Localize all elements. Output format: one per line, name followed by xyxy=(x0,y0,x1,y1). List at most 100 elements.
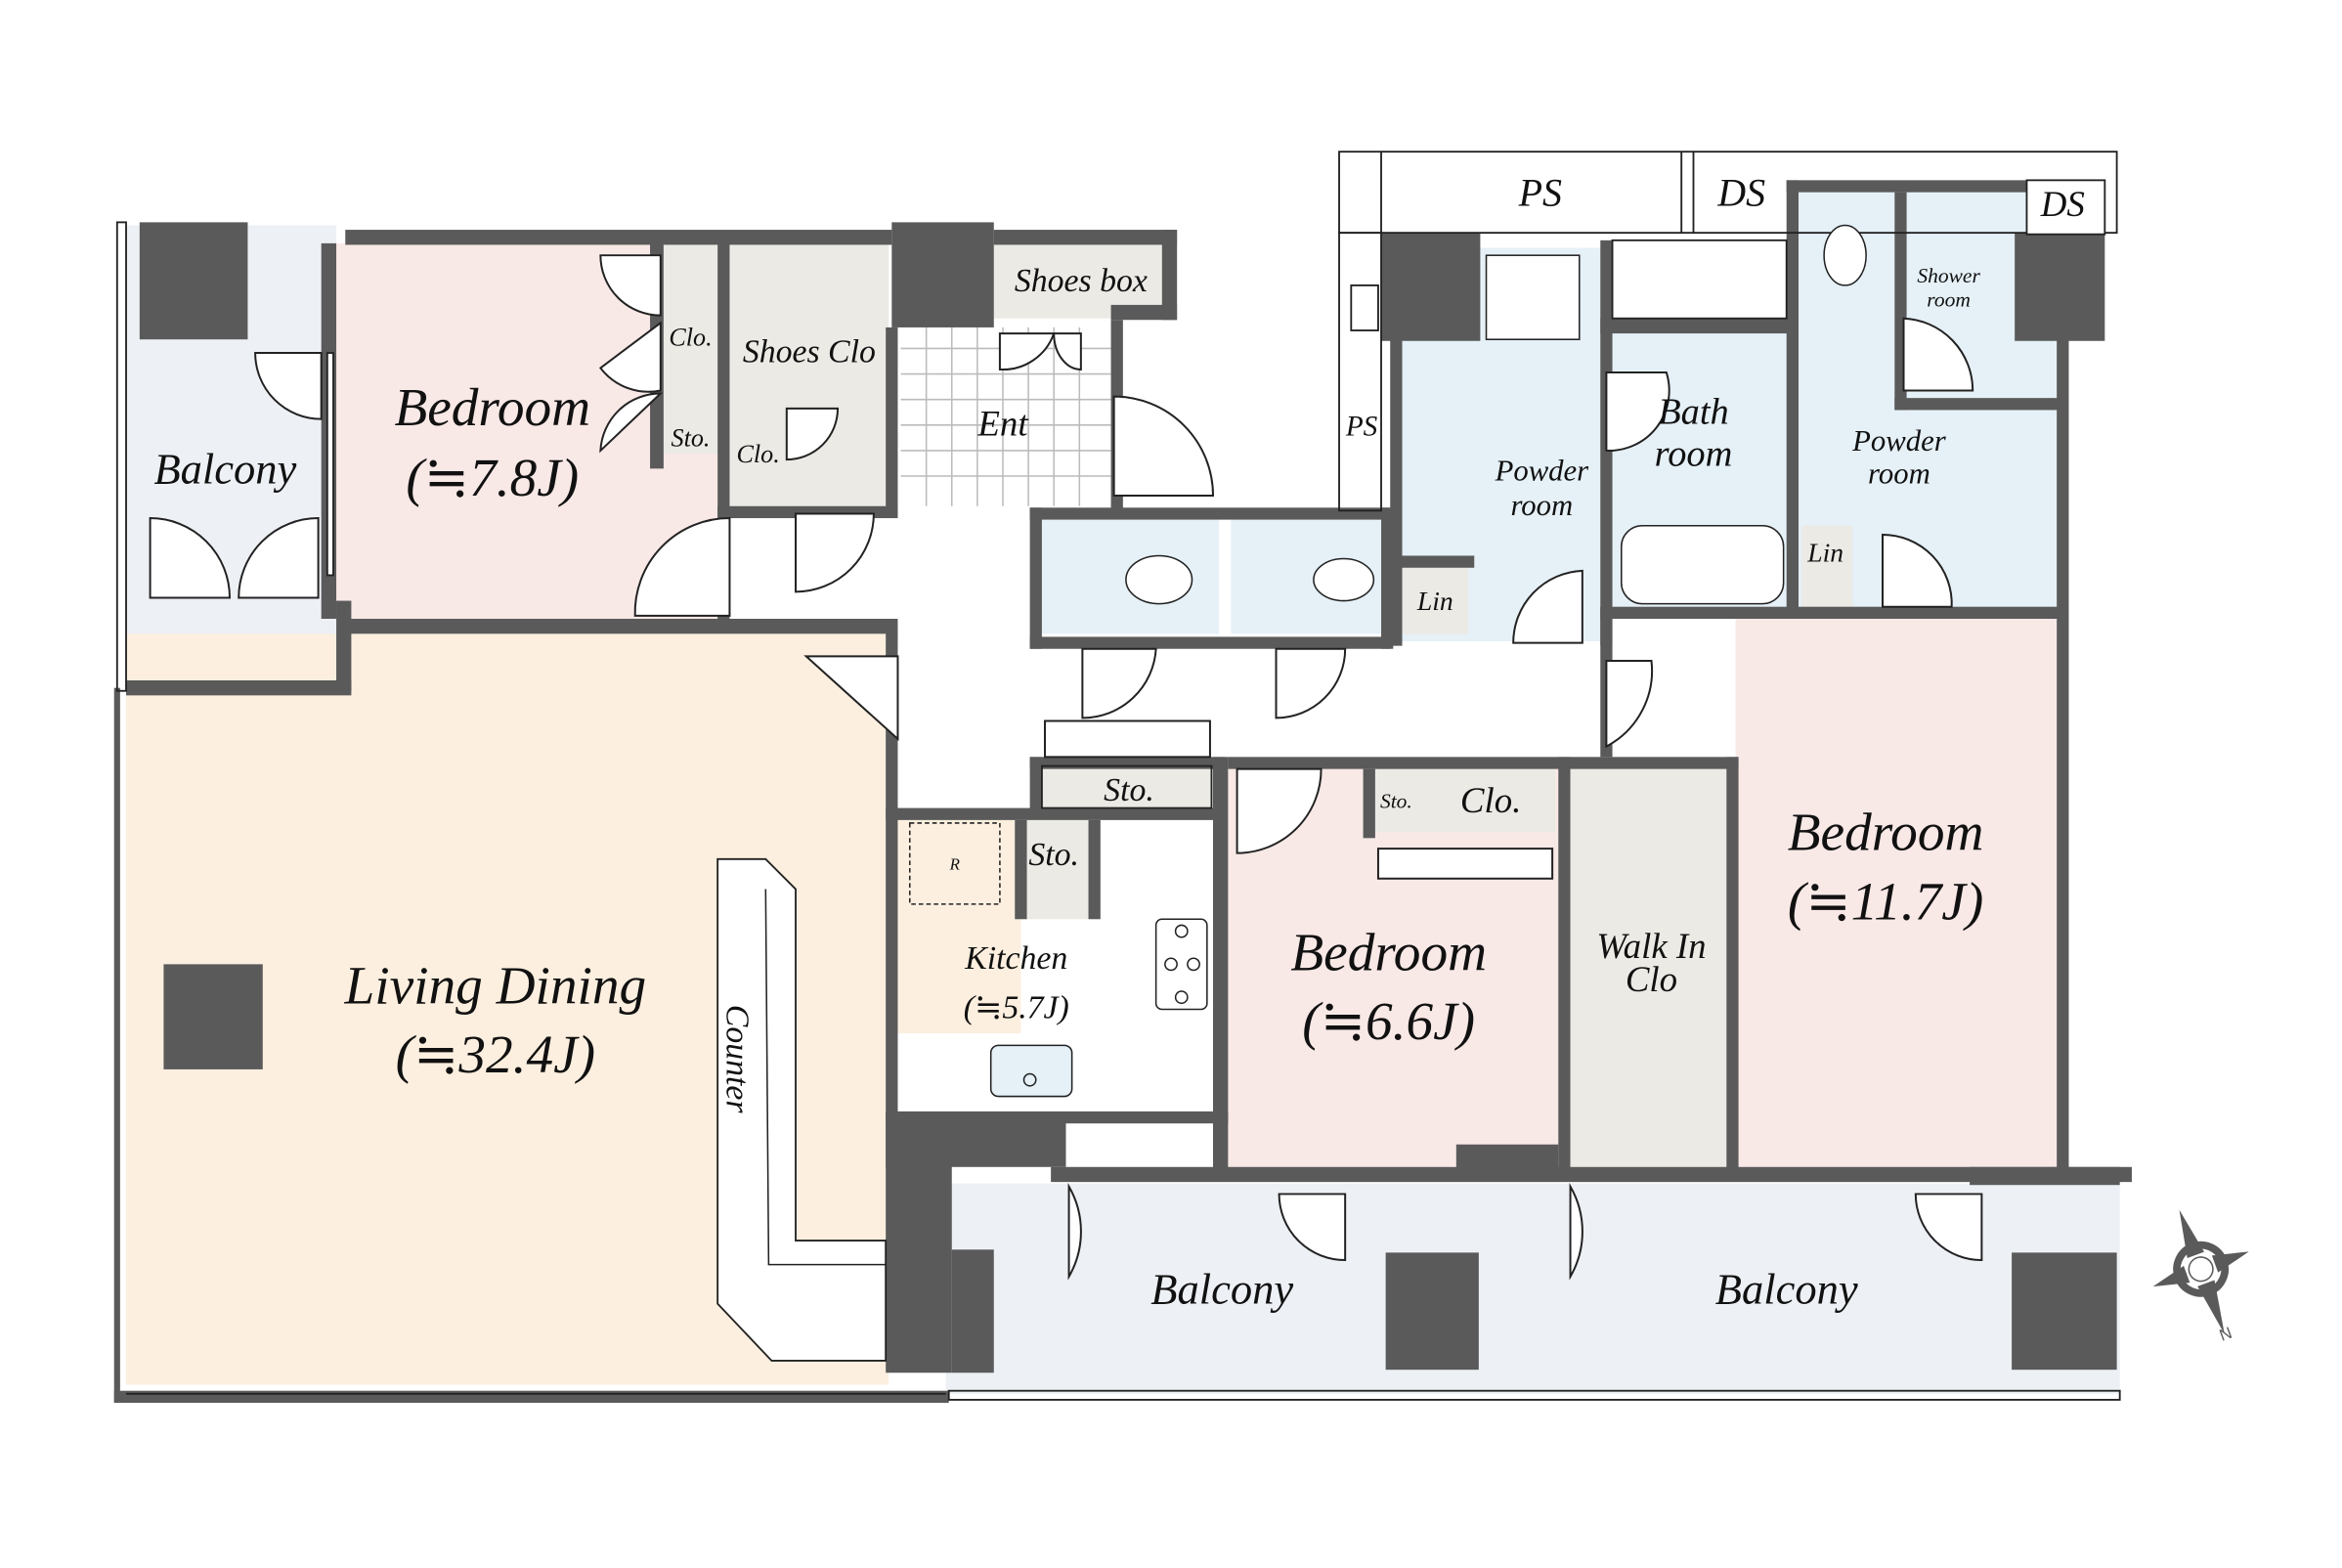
label-shower-room: Shower xyxy=(1917,264,1980,287)
sto-center-area xyxy=(1374,768,1420,833)
label-clo-nw: Clo. xyxy=(669,323,712,351)
label-powder-room-1: Powder xyxy=(1495,455,1590,488)
door-swing xyxy=(599,392,664,454)
label-balcony-west: Balcony xyxy=(153,445,296,494)
door-swing xyxy=(633,517,731,617)
label-walk-in-clo-l2: Clo xyxy=(1626,959,1677,999)
label-bedroom-nw: Bedroom xyxy=(394,377,590,437)
label-bath-room-l2: room xyxy=(1655,433,1733,474)
door-swing xyxy=(1569,1183,1583,1281)
label-clo-center: Clo. xyxy=(1460,780,1521,820)
label-sto-kitchen: Sto. xyxy=(1028,837,1079,873)
label-shower-room-l2: room xyxy=(1927,287,1971,311)
label-living-dining-size: (≒32.4J) xyxy=(396,1024,595,1084)
compass-north-label: N xyxy=(2217,1324,2234,1345)
walk-in-clo-area xyxy=(1570,768,1727,1175)
label-ds-top: DS xyxy=(1716,170,1765,214)
bathtub-icon xyxy=(1621,524,1785,605)
label-bedroom-nw-size: (≒7.8J) xyxy=(406,448,579,507)
column xyxy=(951,1249,994,1373)
shoes-clo-area xyxy=(729,242,889,506)
label-clo-shoes: Clo. xyxy=(736,440,779,468)
clo-nw-area xyxy=(663,242,718,454)
door-swing xyxy=(1236,767,1323,854)
label-bath-room: Bath xyxy=(1658,391,1729,432)
fixtures xyxy=(716,224,1867,1362)
label-walk-in-clo: Walk In xyxy=(1596,926,1706,966)
walls xyxy=(113,180,2132,1403)
door-swing xyxy=(998,332,1056,370)
column xyxy=(1385,1252,1479,1371)
sto-hall-area xyxy=(1041,765,1212,808)
label-balcony-south-2: Balcony xyxy=(1715,1265,1858,1314)
door-swing xyxy=(238,517,320,599)
door-swing xyxy=(1053,332,1082,370)
bedroom-east-area xyxy=(1735,618,2058,1175)
room-labels: Balcony Bedroom (≒7.8J) Clo. Sto. Shoes … xyxy=(153,170,2084,1313)
door-swing xyxy=(1081,647,1157,719)
label-lin-1: Lin xyxy=(1416,586,1453,616)
door-swing xyxy=(1275,647,1347,719)
label-entrance: Ent xyxy=(976,404,1028,444)
toilet-icon xyxy=(1823,224,1867,286)
door-swing xyxy=(599,254,662,317)
label-living-dining: Living Dining xyxy=(343,955,646,1015)
door-swing xyxy=(803,655,899,742)
outlines xyxy=(115,151,2121,1401)
door-swing xyxy=(1112,395,1215,498)
door-swing xyxy=(1605,660,1654,749)
door-swing xyxy=(1605,371,1670,452)
door-swing xyxy=(1376,848,1554,880)
lin-1-area xyxy=(1402,567,1469,634)
door-swing xyxy=(1278,1193,1347,1262)
door-swing xyxy=(785,407,840,461)
door-swing xyxy=(795,512,875,593)
sink-icon xyxy=(989,1044,1073,1098)
label-kitchen-size: (≒5.7J) xyxy=(964,990,1069,1026)
door-swing xyxy=(598,321,662,393)
toilet-icon xyxy=(1125,554,1193,605)
label-ps-top: PS xyxy=(1518,170,1562,214)
label-sto-nw: Sto. xyxy=(672,423,711,452)
label-refrigerator: R xyxy=(949,855,961,874)
label-powder-room-1-l2: room xyxy=(1511,489,1574,522)
column xyxy=(139,222,248,340)
lin-2-area xyxy=(1801,525,1853,610)
label-ds-right: DS xyxy=(2040,184,2085,224)
label-bedroom-center-size: (≒6.6J) xyxy=(1302,991,1475,1051)
label-bedroom-east: Bedroom xyxy=(1788,803,1984,862)
door-swing xyxy=(254,352,323,420)
door-swing xyxy=(149,517,231,599)
door-swing xyxy=(1902,317,1974,392)
label-sto-center: Sto. xyxy=(1380,790,1412,813)
toilet-icon xyxy=(1313,557,1375,602)
label-counter: Counter xyxy=(718,1005,755,1114)
shower-tray-icon xyxy=(1485,254,1581,340)
column xyxy=(2012,1252,2117,1371)
doors xyxy=(149,254,1983,1281)
label-shoes-box: Shoes box xyxy=(1015,263,1148,299)
door-swing xyxy=(1914,1193,1983,1262)
label-lin-2: Lin xyxy=(1806,538,1843,568)
counter-shape xyxy=(716,857,888,1362)
label-kitchen: Kitchen xyxy=(964,940,1067,977)
label-bedroom-east-size: (≒11.7J) xyxy=(1788,871,1983,931)
door-swing xyxy=(1043,719,1211,759)
door-swing xyxy=(1882,533,1953,608)
stove-icon xyxy=(1154,918,1208,1011)
door-swing xyxy=(1512,569,1583,644)
refrigerator-outline xyxy=(908,822,1001,905)
label-ps-side: PS xyxy=(1345,412,1378,443)
column xyxy=(891,222,994,327)
clo-center-area xyxy=(1419,768,1556,833)
label-powder-room-2: Powder xyxy=(1851,424,1947,457)
column xyxy=(163,964,263,1069)
door-swing xyxy=(1067,1183,1082,1281)
label-powder-room-2-l2: room xyxy=(1868,457,1930,491)
sto-kitchen-area xyxy=(1025,819,1089,920)
label-balcony-south-1: Balcony xyxy=(1150,1265,1293,1314)
compass-rose-icon xyxy=(2152,1209,2249,1334)
label-shoes-clo: Shoes Clo xyxy=(743,333,876,370)
label-sto-hall: Sto. xyxy=(1104,772,1154,808)
